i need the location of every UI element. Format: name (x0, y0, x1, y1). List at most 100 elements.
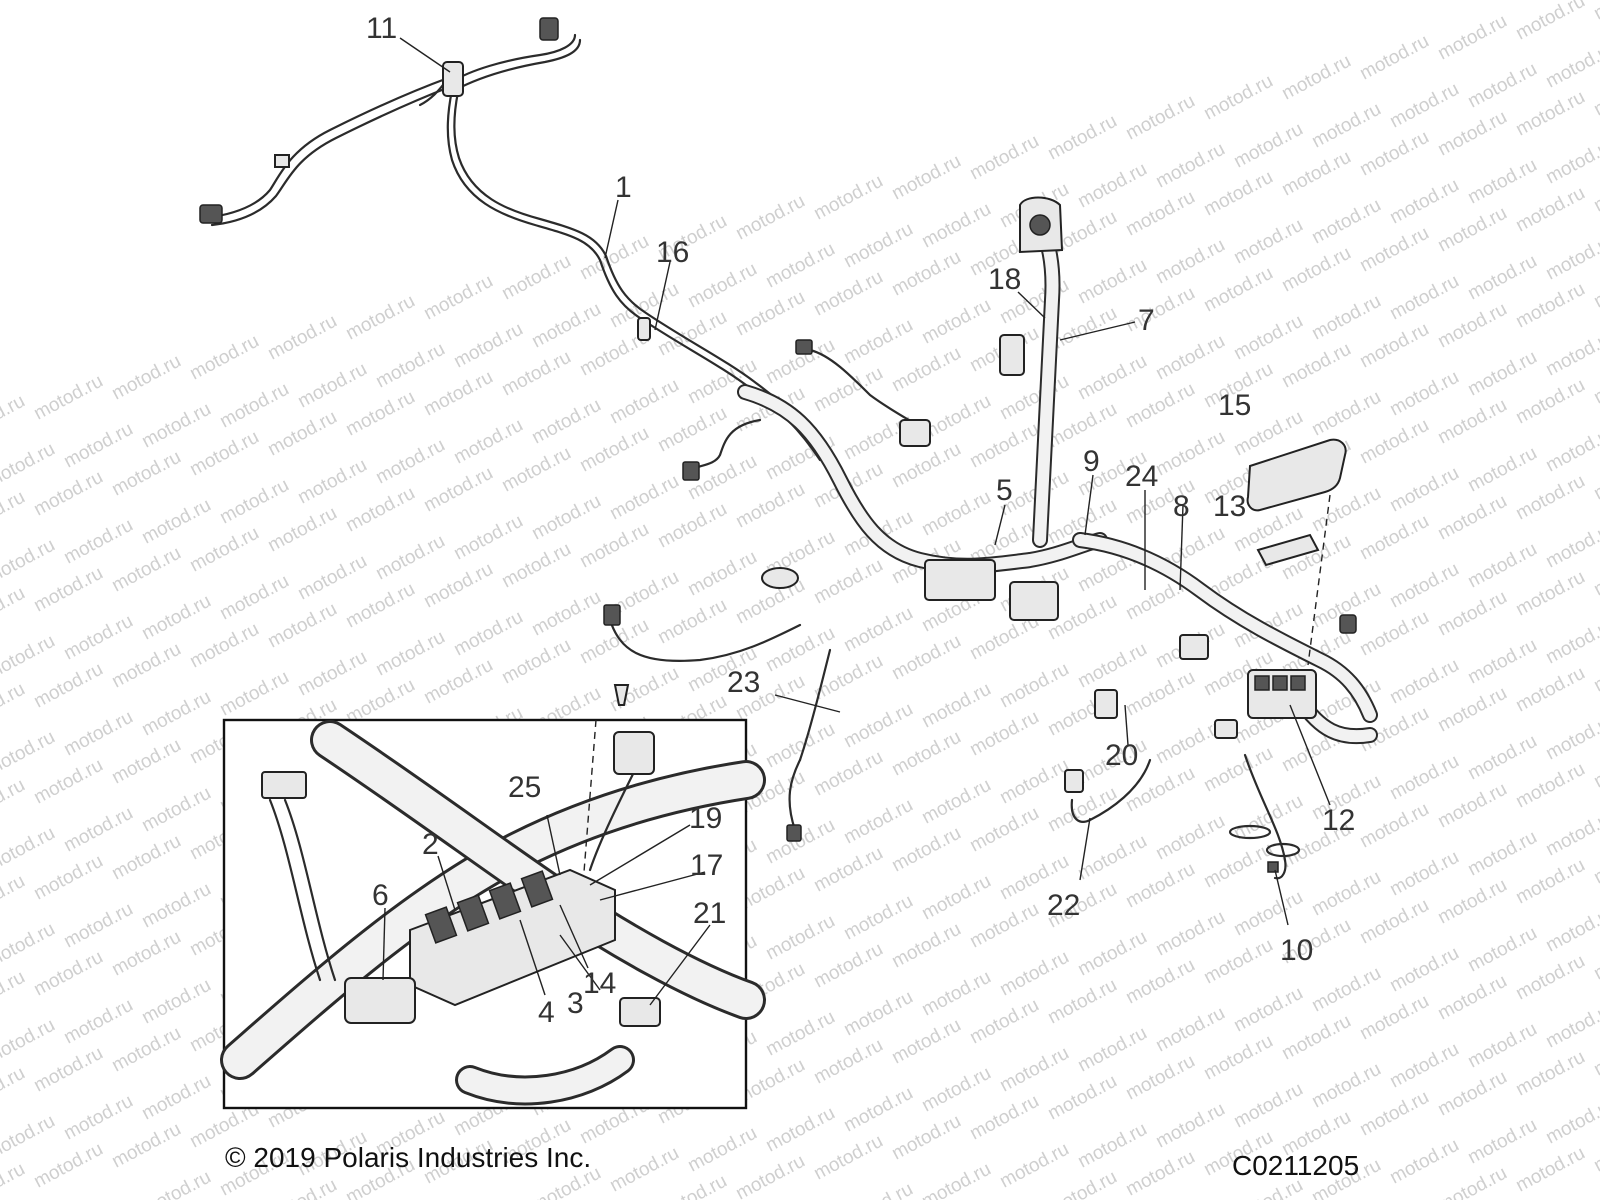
watermark-text: motod.ru (0, 391, 29, 445)
watermark-text: motod.ru (216, 667, 292, 721)
watermark-text: motod.ru (1356, 415, 1432, 469)
watermark-text: motod.ru (1152, 235, 1228, 289)
watermark-text: motod.ru (186, 331, 262, 385)
watermark-text: motod.ru (810, 843, 886, 897)
watermark-text: motod.ru (1308, 867, 1384, 921)
watermark-text: motod.ru (1152, 427, 1228, 481)
watermark-text: motod.ru (1122, 667, 1198, 721)
watermark-text: motod.ru (1464, 347, 1540, 401)
callout-11: 10 (1280, 934, 1313, 967)
watermark-text: motod.ru (1308, 963, 1384, 1017)
watermark-text: motod.ru (918, 775, 994, 829)
callout-23: 23 (727, 666, 760, 699)
watermark-text: motod.ru (1590, 643, 1600, 697)
watermark-text: motod.ru (840, 219, 916, 273)
watermark-text: motod.ru (342, 291, 418, 345)
watermark-text: motod.ru (1386, 271, 1462, 325)
watermark-text: motod.ru (918, 295, 994, 349)
watermark-text: motod.ru (810, 939, 886, 993)
watermark-text: motod.ru (1044, 1071, 1120, 1125)
watermark-text: motod.ru (1434, 299, 1510, 353)
watermark-text: motod.ru (498, 443, 574, 497)
watermark-text: motod.ru (966, 803, 1042, 857)
watermark-text: motod.ru (1074, 1119, 1150, 1173)
watermark-text: motod.ru (450, 511, 526, 565)
watermark-text: motod.ru (30, 467, 106, 521)
watermark-text: motod.ru (216, 475, 292, 529)
watermark-text: motod.ru (1074, 351, 1150, 405)
watermark-text: motod.ru (0, 1015, 59, 1069)
watermark-text: motod.ru (966, 707, 1042, 761)
watermark-text: motod.ru (732, 1151, 808, 1200)
watermark-text: motod.ru (1308, 1059, 1384, 1113)
watermark-text: motod.ru (762, 719, 838, 773)
watermark-text: motod.ru (1434, 107, 1510, 161)
watermark-text: motod.ru (840, 1179, 916, 1200)
watermark-text: motod.ru (1200, 263, 1276, 317)
watermark-text: motod.ru (498, 539, 574, 593)
watermark-text: motod.ru (888, 1111, 964, 1165)
watermark-text: motod.ru (1044, 975, 1120, 1029)
watermark-text: motod.ru (0, 967, 29, 1021)
watermark-text: motod.ru (1356, 1087, 1432, 1141)
watermark-text: motod.ru (810, 171, 886, 225)
watermark-text: motod.ru (732, 479, 808, 533)
watermark-text: motod.ru (294, 647, 370, 701)
watermark-text: motod.ru (762, 1007, 838, 1061)
watermark-text: motod.ru (216, 571, 292, 625)
watermark-text: motod.ru (576, 519, 652, 573)
watermark-text: motod.ru (1464, 251, 1540, 305)
watermark-text: motod.ru (138, 687, 214, 741)
watermark-text: motod.ru (996, 371, 1072, 425)
callout-2: 2 (422, 828, 439, 861)
watermark-text: motod.ru (1278, 147, 1354, 201)
watermark-text: motod.ru (60, 803, 136, 857)
watermark-text: motod.ru (966, 899, 1042, 953)
callout-7: 7 (1138, 304, 1155, 337)
watermark-text: motod.ru (1356, 223, 1432, 277)
watermark-text: motod.ru (1464, 923, 1540, 977)
watermark-text: motod.ru (1542, 135, 1600, 189)
callout-16: 16 (656, 236, 689, 269)
watermark-text: motod.ru (108, 543, 184, 597)
copyright-notice: © 2019 Polaris Industries Inc. (225, 1142, 592, 1173)
callout-21: 21 (693, 897, 726, 930)
watermark-text: motod.ru (654, 403, 730, 457)
callout-20: 20 (1105, 739, 1138, 772)
watermark-text: motod.ru (1542, 807, 1600, 861)
watermark-text: motod.ru (1590, 931, 1600, 985)
watermark-text: motod.ru (966, 1091, 1042, 1145)
watermark-text: motod.ru (294, 455, 370, 509)
watermark-text: motod.ru (1464, 1115, 1540, 1169)
watermark-text: motod.ru (1542, 423, 1600, 477)
watermark-text: motod.ru (1512, 471, 1588, 525)
callout-5: 5 (996, 474, 1013, 507)
watermark-text: motod.ru (108, 927, 184, 981)
watermark-text: motod.ru (1464, 443, 1540, 497)
watermark-text: motod.ru (762, 911, 838, 965)
watermark-text: motod.ru (888, 1015, 964, 1069)
watermark-text: motod.ru (1230, 215, 1306, 269)
inset-detail (220, 718, 766, 1110)
watermark-text: motod.ru (108, 1023, 184, 1077)
watermark-text: motod.ru (1308, 387, 1384, 441)
watermark-text: motod.ru (186, 619, 262, 673)
watermark-text: motod.ru (840, 987, 916, 1041)
watermark-text: motod.ru (996, 1043, 1072, 1097)
watermark-text: motod.ru (1152, 1003, 1228, 1057)
watermark-text: motod.ru (420, 463, 496, 517)
watermark-text: motod.ru (138, 495, 214, 549)
watermark-text: motod.ru (1386, 367, 1462, 421)
watermark-text: motod.ru (528, 587, 604, 641)
watermark-text: motod.ru (420, 271, 496, 325)
watermark-text: motod.ru (1542, 999, 1600, 1053)
watermark-text: motod.ru (1386, 79, 1462, 133)
watermark-text: motod.ru (888, 631, 964, 685)
watermark-text: motod.ru (810, 1131, 886, 1185)
watermark-text: motod.ru (1122, 379, 1198, 433)
watermark-text: motod.ru (0, 727, 59, 781)
watermark-text: motod.ru (1044, 1167, 1120, 1200)
watermark-text: motod.ru (498, 347, 574, 401)
callout-9: 9 (1083, 445, 1100, 478)
watermark-text: motod.ru (732, 191, 808, 245)
